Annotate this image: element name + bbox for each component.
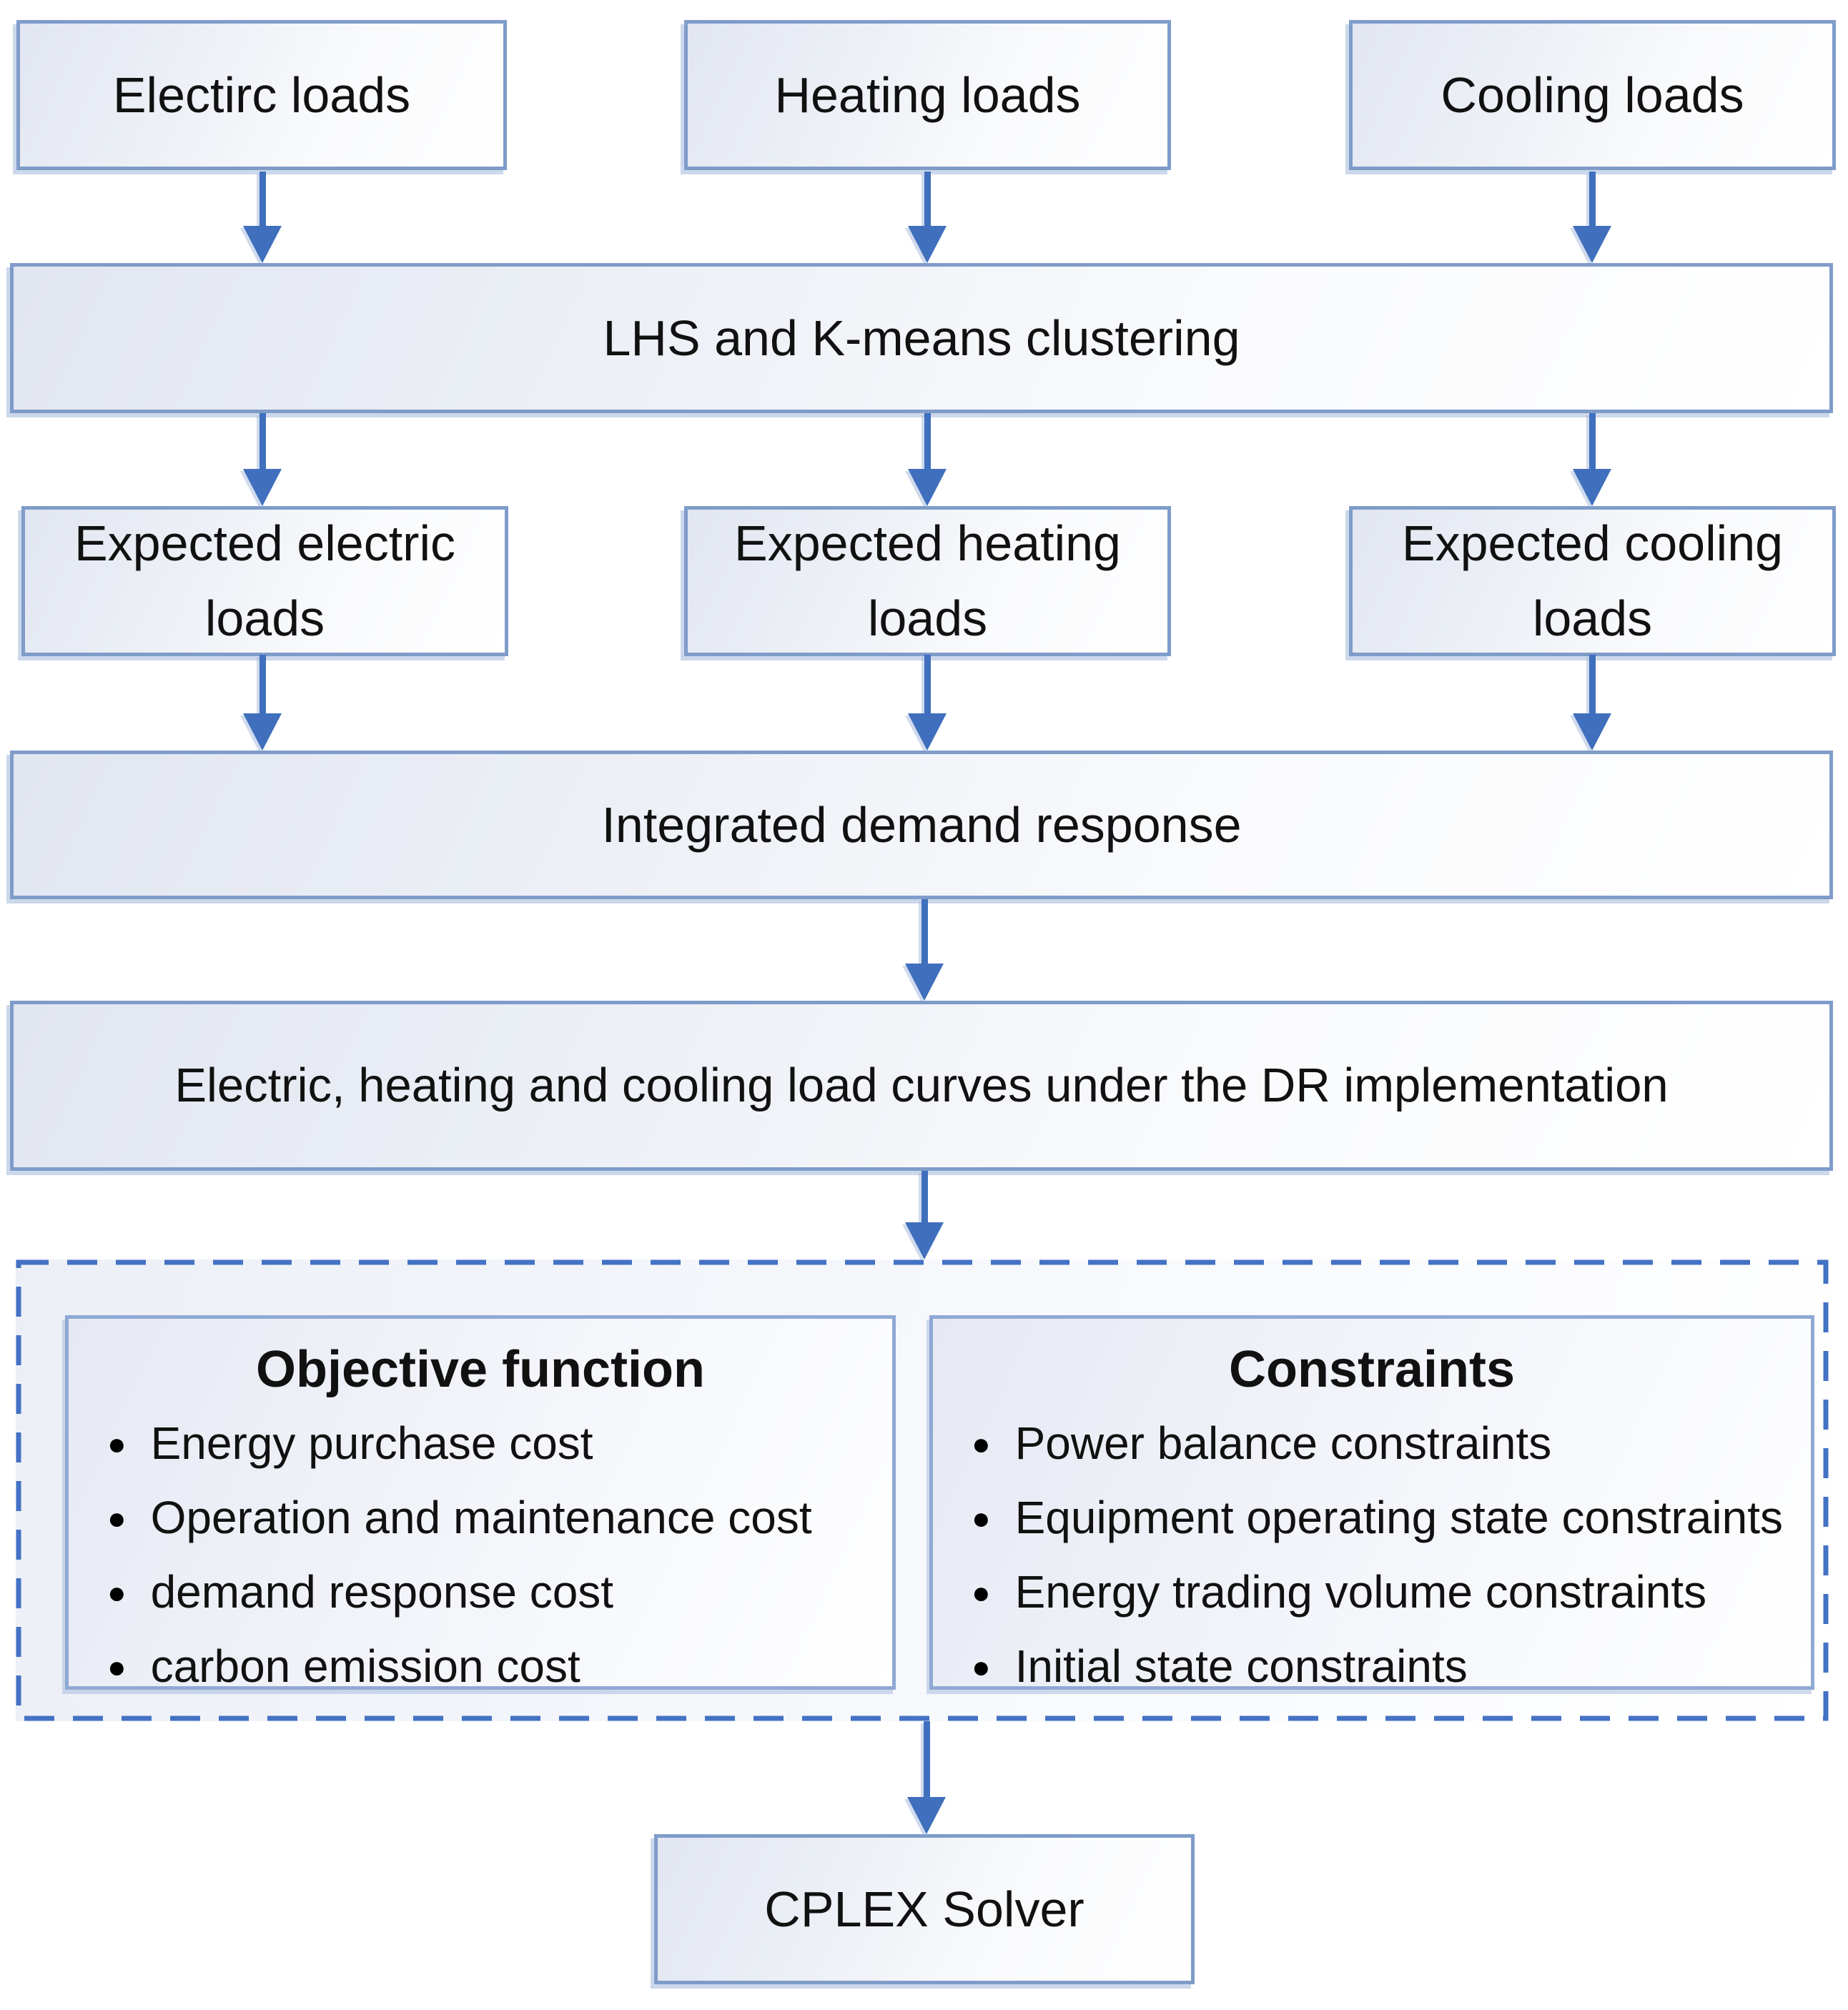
flow-connector [243,413,282,506]
arrow-stem [1588,655,1596,713]
bullet-label: demand response cost [150,1566,614,1618]
panel-objective-function: Objective function ● Energy purchase cos… [65,1315,896,1690]
arrow-stem [921,1171,928,1222]
arrow-stem [1588,172,1596,226]
node-cplex-solver: CPLEX Solver [654,1834,1195,1984]
bullet-dot-icon: ● [107,1650,127,1685]
bullet-dot-icon: ● [972,1501,991,1536]
band-label: LHS and K-means clustering [603,310,1240,366]
arrow-down-icon [907,1797,946,1834]
node-heating-loads: Heating loads [684,20,1171,170]
flow-connector [243,172,282,263]
bullet-label: carbon emission cost [150,1640,580,1692]
band-integrated-demand-response: Integrated demand response [10,751,1833,899]
arrow-stem [259,413,266,469]
node-label: CPLEX Solver [764,1881,1084,1937]
list-item: ● Energy purchase cost [107,1420,871,1466]
band-label: Integrated demand response [601,796,1242,853]
list-item: ● Operation and maintenance cost [107,1495,871,1540]
bullet-label: Energy purchase cost [150,1417,593,1469]
node-label: Expected electric loads [74,515,456,646]
arrow-stem [259,172,266,226]
arrow-down-icon [243,469,282,506]
flow-connector [908,413,947,506]
arrow-stem [1588,413,1596,469]
arrow-stem [924,655,931,713]
flow-connector [243,655,282,751]
arrow-down-icon [243,226,282,263]
bullet-label: Equipment operating state constraints [1014,1492,1783,1543]
bullet-label: Operation and maintenance cost [150,1492,812,1543]
list-item: ● demand response cost [107,1569,871,1615]
node-cooling-loads: Cooling loads [1349,20,1836,170]
list-item: ● Power balance constraints [972,1420,1789,1466]
flow-connector [1573,172,1611,263]
band-label: Electric, heating and cooling load curve… [174,1058,1669,1112]
arrow-stem [923,1721,930,1797]
panel-title: Objective function [255,1341,706,1398]
node-label: Heating loads [774,66,1081,123]
panel-constraints: Constraints ● Power balance constraints … [929,1315,1814,1690]
node-expected-electric-loads: Expected electric loads [21,506,508,656]
arrow-down-icon [908,226,947,263]
bullet-label: Power balance constraints [1014,1417,1552,1469]
node-electric-loads: Electirc loads [16,20,507,170]
arrow-down-icon [1573,469,1611,506]
arrow-stem [924,413,931,469]
dashed-border [16,1259,1829,1721]
flow-connector [907,1721,946,1834]
bullet-dot-icon: ● [107,1575,127,1610]
bullet-dot-icon: ● [972,1427,991,1462]
bullet-dot-icon: ● [107,1427,127,1462]
flow-connector [908,172,947,263]
bullet-label: Initial state constraints [1014,1640,1468,1692]
band-load-curves-dr: Electric, heating and cooling load curve… [10,1001,1833,1171]
bullet-dot-icon: ● [972,1650,991,1685]
node-label: Expected cooling loads [1401,515,1784,646]
arrow-down-icon [908,469,947,506]
flow-connector [1573,655,1611,751]
node-label: Electirc loads [112,66,411,123]
arrow-down-icon [905,1222,944,1259]
arrow-down-icon [905,964,944,1001]
flow-connector [1573,413,1611,506]
flow-connector [905,1171,944,1259]
node-expected-heating-loads: Expected heating loads [684,506,1171,656]
list-item: ● carbon emission cost [107,1643,871,1689]
bullet-dot-icon: ● [107,1501,127,1536]
node-expected-cooling-loads: Expected cooling loads [1349,506,1836,656]
bullet-dot-icon: ● [972,1575,991,1610]
flow-connector [905,899,944,1001]
arrow-down-icon [1573,226,1611,263]
arrow-down-icon [1573,713,1611,751]
node-label: Cooling loads [1441,66,1744,123]
list-item: ● Energy trading volume constraints [972,1569,1789,1615]
optimization-dashed-group: Objective function ● Energy purchase cos… [16,1259,1829,1721]
arrow-down-icon [243,713,282,751]
arrow-stem [259,655,266,713]
bullet-label: Energy trading volume constraints [1014,1566,1707,1618]
node-label: Expected heating loads [734,515,1121,646]
list-item: ● Equipment operating state constraints [972,1495,1789,1540]
list-item: ● Initial state constraints [972,1643,1789,1689]
flow-connector [908,655,947,751]
arrow-stem [921,899,928,964]
band-lhs-kmeans-clustering: LHS and K-means clustering [10,263,1833,413]
arrow-stem [924,172,931,226]
panel-title: Constraints [1228,1341,1516,1398]
arrow-down-icon [908,713,947,751]
